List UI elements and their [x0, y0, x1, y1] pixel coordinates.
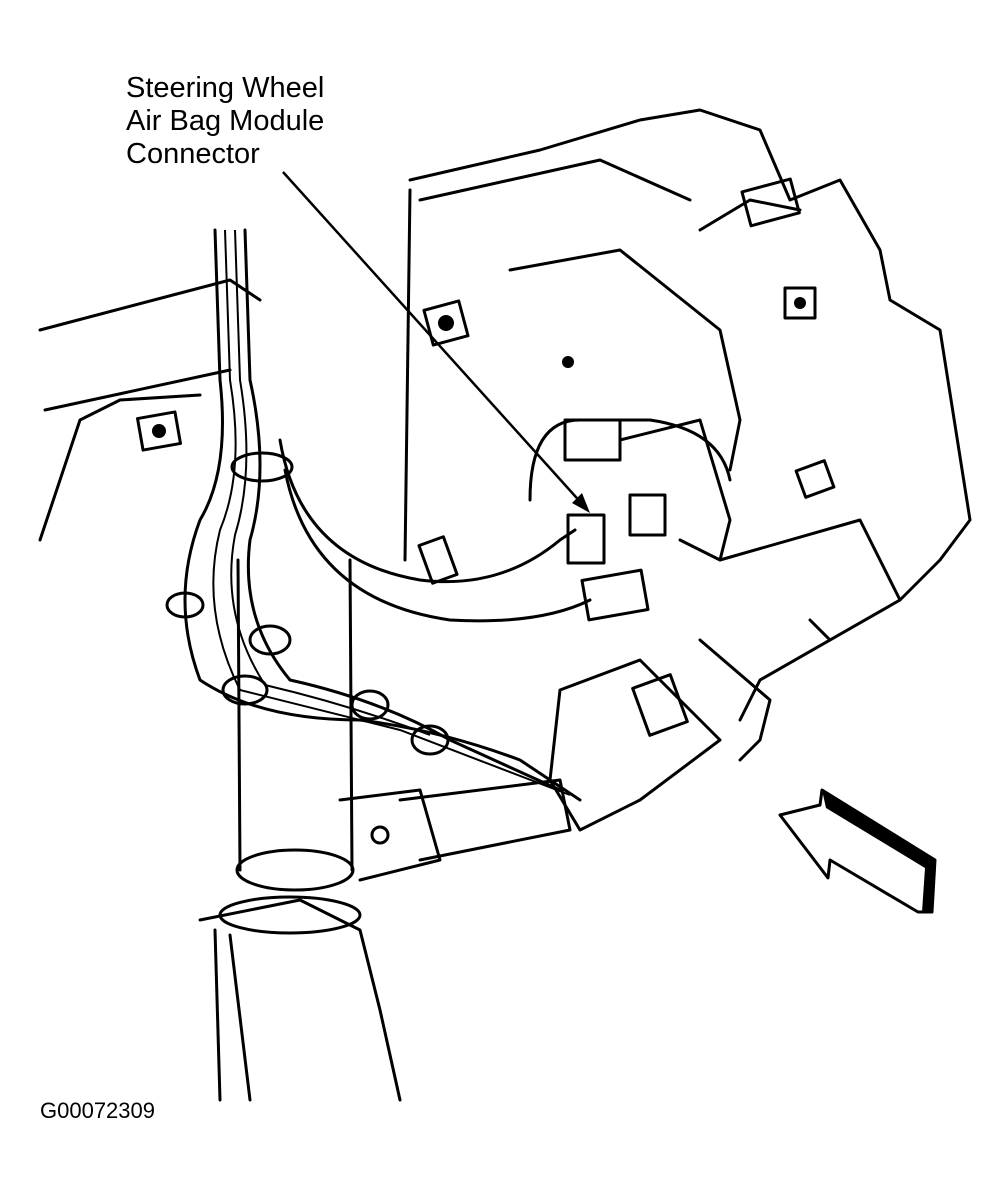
- view-direction-arrow-icon: [778, 788, 937, 914]
- figure-id: G00072309: [40, 1098, 155, 1123]
- callout-line-2: Air Bag Module: [126, 105, 325, 137]
- dash-structure: [38, 108, 972, 882]
- wire-harness: [165, 228, 732, 802]
- callout-line-1: Steering Wheel: [126, 72, 325, 104]
- air-bag-module-connector: [566, 513, 606, 565]
- callout-leader: [282, 171, 590, 513]
- connectors: [548, 418, 732, 832]
- steering-column: [198, 558, 402, 1102]
- callout-label: Steering Wheel Air Bag Module Connector: [126, 72, 324, 171]
- callout-line-3: Connector: [126, 138, 260, 170]
